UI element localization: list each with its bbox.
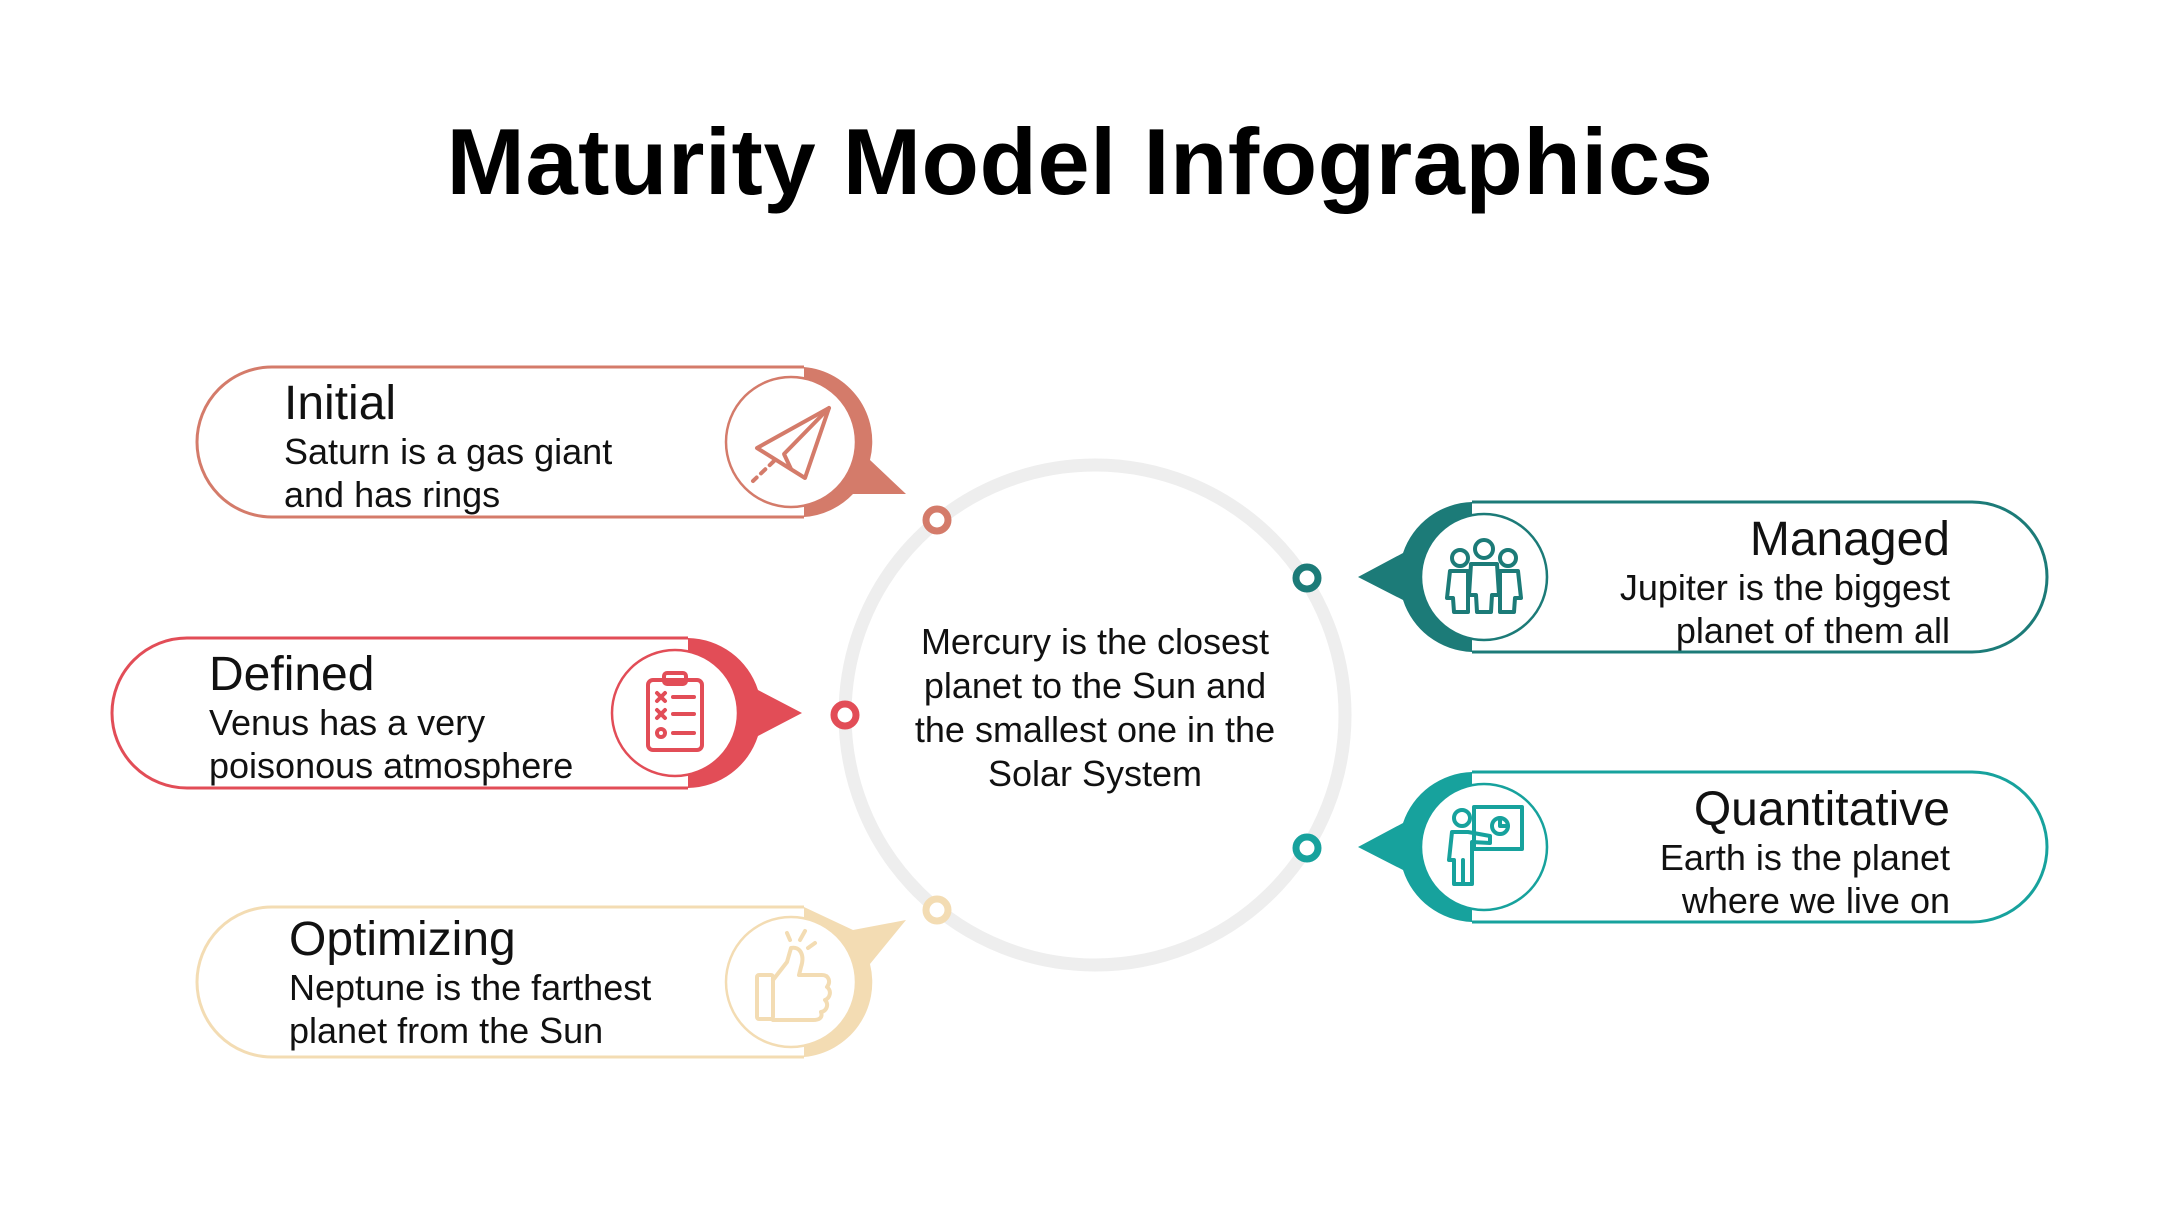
card-outline-quantitative [1472,770,2049,924]
stage-title: Quantitative [1693,783,1950,836]
stage-title: Initial [284,377,397,430]
icon-badge-initial [724,375,858,509]
card-managed [1358,500,2049,654]
card-initial [195,365,906,519]
stage-title: Managed [1749,513,1950,566]
stage-description: Venus has a very poisonous atmosphere [209,702,574,786]
connector-dot-optimizing [922,895,952,925]
stage-managed: Managed Jupiter is the biggest planet of… [1520,514,1950,652]
connector-dot-quantitative [1292,833,1322,863]
stage-description: Saturn is a gas giant and has rings [284,431,613,515]
stage-description: Jupiter is the biggest planet of them al… [1619,567,1950,651]
card-outline-defined [110,636,688,790]
stage-title: Optimizing [289,913,516,966]
stage-title: Defined [209,648,375,701]
stage-optimizing: Optimizing Neptune is the farthest plane… [289,914,719,1052]
checklist-clipboard-icon [646,671,704,752]
card-outline-optimizing [195,905,804,1059]
stage-description: Neptune is the farthest planet from the … [289,967,652,1051]
icon-badge-optimizing [724,915,858,1049]
team-group-icon [1445,538,1523,614]
stage-description: Earth is the planet where we live on [1659,837,1950,921]
connector-dot-managed [1292,563,1322,593]
card-quantitative [1358,770,2049,924]
presentation-chart-icon [1447,805,1524,886]
thumbs-up-icon [755,929,832,1022]
stage-quantitative: Quantitative Earth is the planet where w… [1520,784,1950,922]
center-description: Mercury is the closest planet to the Sun… [914,621,1276,794]
connector-dot-initial [922,505,952,535]
stage-initial: Initial Saturn is a gas giant and has ri… [284,378,714,516]
card-outline-managed [1472,500,2049,654]
page-title: Maturity Model Infographics [446,109,1714,214]
card-outline-initial [195,365,804,519]
paper-plane-icon [751,406,831,483]
card-defined [110,636,802,790]
connector-dot-defined [830,700,860,730]
card-optimizing [195,905,906,1059]
stage-defined: Defined Venus has a very poisonous atmos… [209,649,639,787]
